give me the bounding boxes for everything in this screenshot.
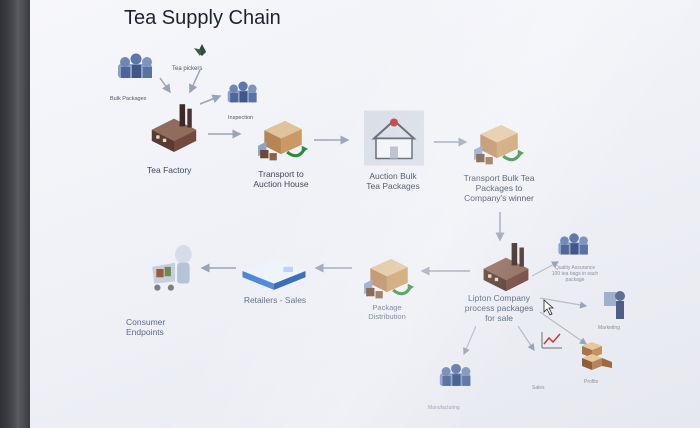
label-marketing: Marketing: [598, 325, 620, 331]
transport-auction-truck-icon: [256, 119, 308, 162]
screen: Tea Supply Chain: [30, 0, 700, 428]
diagram-canvas: [118, 44, 625, 386]
label-package-distribution-line1: Package: [372, 303, 402, 312]
label-quality-line2: 100 tea bags in each: [551, 270, 599, 277]
label-transport-bulk-line1: Transport Bulk Tea: [463, 173, 535, 183]
sales-chart-icon: [541, 332, 562, 349]
package-distribution-truck-icon: [362, 257, 414, 300]
label-transport-auction-line1: Transport to: [258, 169, 304, 179]
label-profits: Profits: [584, 379, 599, 385]
manufacturing-people-icon: [439, 363, 471, 386]
label-lipton-line2: process packages: [464, 302, 534, 313]
transport-bulk-truck-icon: [472, 123, 524, 166]
label-sales: Sales: [532, 385, 545, 391]
mouse-cursor-icon: [543, 299, 555, 316]
label-auction-bulk-line2: Tea Packages: [366, 180, 420, 191]
flow-arrows: [159, 69, 588, 356]
label-inspection: Inspection: [228, 115, 254, 121]
label-package-distribution: Package Distribution: [352, 303, 422, 321]
tea-leaf-icon: [194, 44, 206, 56]
tea-factory-icon: [151, 104, 197, 152]
label-consumer-endpoints: Consumer Endpoints: [126, 317, 166, 338]
label-retailers-sales: Retailers - Sales: [243, 295, 307, 305]
label-quality-assurance: Quality Assurance 100 tea bags in each p…: [530, 265, 620, 283]
label-lipton-line1: Lipton Company: [468, 293, 530, 303]
label-transport-bulk-line2: Packages to: [475, 182, 523, 193]
label-bulk-packages: Bulk Packages: [110, 96, 147, 102]
label-quality-line1: Quality Assurance: [554, 265, 596, 271]
consumer-cart-icon: [152, 245, 192, 291]
inspection-people-icon: [227, 81, 257, 103]
label-auction-bulk: Auction Bulk Tea Packages: [356, 171, 430, 192]
label-quality-line3: package: [565, 276, 585, 283]
profits-boxes-icon: [582, 342, 612, 370]
diagram-title: Tea Supply Chain: [124, 7, 281, 29]
label-tea-pickers: Tea pickers: [172, 66, 203, 72]
bulk-packages-icon: [118, 53, 152, 78]
label-tea-factory: Tea Factory: [147, 165, 192, 175]
label-package-distribution-line2: Distribution: [368, 311, 406, 321]
label-auction-bulk-line1: Auction Bulk: [369, 171, 417, 181]
label-transport-auction: Transport to Auction House: [246, 169, 316, 190]
label-lipton-line3: for sale: [485, 312, 513, 323]
retailers-store-icon: [242, 258, 306, 290]
label-transport-bulk-line3: Company's winner: [464, 192, 534, 203]
auction-house-icon: [364, 110, 424, 166]
label-lipton-company: Lipton Company process packages for sale: [456, 293, 542, 323]
label-consumer-line1: Consumer: [126, 317, 166, 327]
lipton-factory-icon: [483, 243, 529, 292]
label-transport-auction-line2: Auction House: [253, 178, 309, 189]
label-transport-bulk: Transport Bulk Tea Packages to Company's…: [454, 173, 544, 203]
quality-assurance-icon: [558, 233, 588, 255]
marketing-icon: [604, 291, 625, 319]
label-manufacturing: Manufacturing: [428, 405, 460, 411]
label-consumer-line2: Endpoints: [126, 326, 164, 337]
